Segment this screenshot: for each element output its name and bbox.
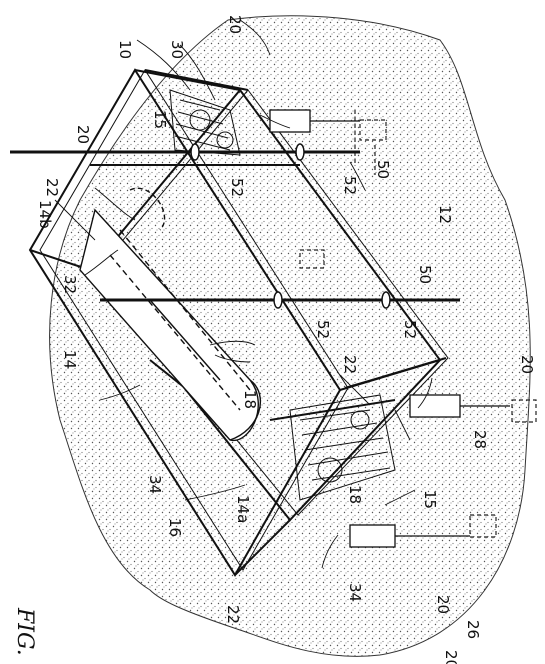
- ref-numeral: 34: [346, 583, 364, 602]
- ref-numeral: 12: [436, 205, 454, 224]
- ref-numeral: 26: [464, 620, 482, 639]
- ref-numeral: 20: [434, 595, 452, 614]
- ref-numeral: 34: [146, 475, 164, 494]
- ref-numeral: 15: [151, 110, 169, 129]
- ref-numeral: 22: [43, 178, 61, 197]
- ref-numeral: 52: [401, 320, 419, 339]
- ref-numeral: 22: [224, 605, 242, 624]
- leader-lines: [54, 19, 433, 569]
- ref-numeral: 22: [341, 355, 359, 374]
- ref-numeral: 32: [61, 275, 79, 294]
- ref-numeral: 50: [374, 160, 392, 179]
- ref-numeral: 14b: [36, 200, 54, 229]
- ref-numeral: 15: [421, 490, 439, 509]
- ref-numeral: 50: [416, 265, 434, 284]
- ref-numeral: 20: [518, 355, 536, 374]
- end-mechanism-bottom: [289, 394, 396, 501]
- ref-numeral: 28: [471, 430, 489, 449]
- ref-numeral: 10: [116, 40, 134, 59]
- ref-numeral: 20: [226, 15, 244, 34]
- ref-numeral: 16: [166, 518, 184, 537]
- post-clamps: [190, 143, 391, 309]
- ref-numeral: 52: [314, 320, 332, 339]
- ref-numeral: 52: [341, 176, 359, 195]
- cylindrical-vessel: [79, 187, 261, 441]
- ref-numeral: 18: [241, 390, 259, 409]
- ref-numeral: 14: [61, 350, 79, 369]
- support-legs: [269, 109, 510, 548]
- ref-numeral: 20: [74, 125, 92, 144]
- ref-numeral: 14a: [234, 495, 252, 523]
- outer-frame: [28, 68, 449, 577]
- pile-footings: [299, 110, 537, 538]
- ref-numeral: 18: [346, 485, 364, 504]
- figure-label: FIG. 11: [12, 607, 37, 664]
- ground-area: [49, 15, 531, 657]
- ref-numeral: 52: [228, 178, 246, 197]
- end-mechanism-top: [169, 89, 241, 156]
- reference-numerals: 10 12 14 14a 14b 15 15 16 18 18 20 20 20…: [36, 15, 536, 664]
- ref-numeral: 20: [442, 650, 460, 664]
- ref-numeral: 30: [168, 40, 186, 59]
